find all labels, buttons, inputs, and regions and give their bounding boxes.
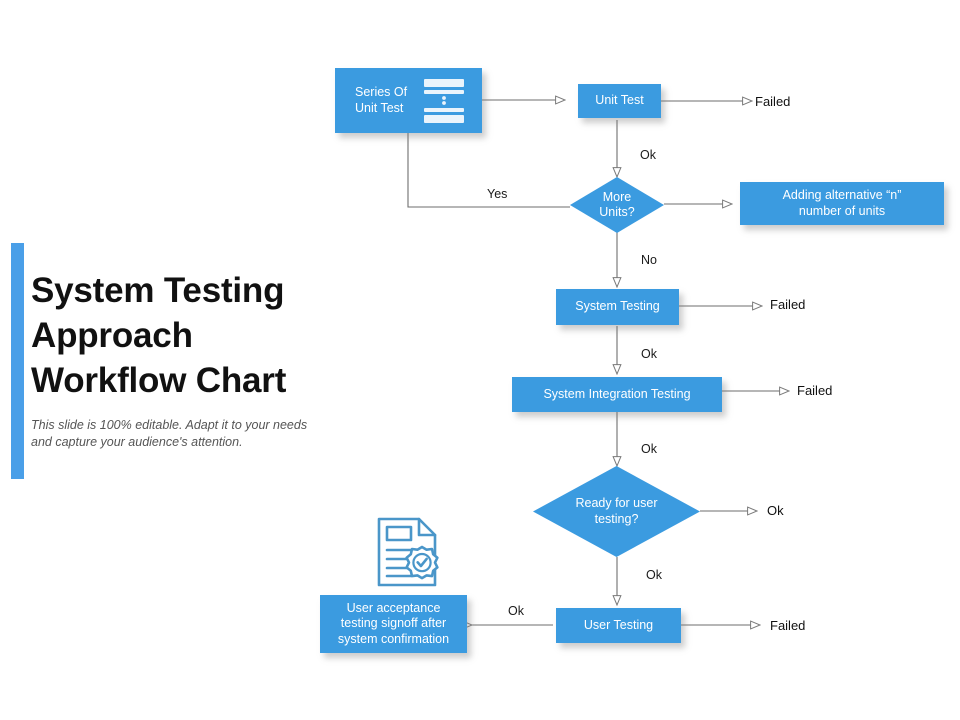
node-ready-line-2: testing? (594, 511, 639, 526)
node-more-units-line-2: Units? (599, 205, 635, 219)
node-ready-for-user-testing-label: Ready for user testing? (533, 496, 700, 527)
node-system-integration-testing[interactable]: System Integration Testing (512, 377, 722, 412)
node-user-testing[interactable]: User Testing (556, 608, 681, 643)
node-user-acceptance-line-3: system confirmation (337, 631, 450, 646)
node-user-acceptance-line-1: User acceptance (346, 600, 441, 615)
page-title-line-3: Workflow Chart (31, 361, 287, 400)
label-user-testing-ok-left: Ok (508, 604, 524, 618)
server-stack-icon (424, 78, 464, 123)
label-system-testing-ok: Ok (641, 347, 657, 361)
node-adding-alternative-line-2: number of units (798, 203, 886, 218)
node-ready-for-user-testing[interactable]: Ready for user testing? (533, 466, 700, 557)
accent-bar (11, 243, 24, 479)
node-adding-alternative-line-1: Adding alternative “n” (782, 188, 902, 202)
subtitle-text: This slide is 100% editable. Adapt it to… (31, 418, 308, 449)
node-system-testing-label: System Testing (575, 299, 660, 314)
label-user-testing-failed: Failed (770, 618, 806, 633)
node-more-units-line-1: More (602, 189, 632, 204)
label-unit-test-failed: Failed (755, 94, 791, 109)
node-system-testing[interactable]: System Testing (556, 289, 679, 325)
page-title-line-2: Approach (31, 316, 193, 355)
page-title-line-1: System Testing (31, 271, 285, 310)
label-system-testing-failed: Failed (770, 297, 806, 312)
label-more-units-no: No (641, 253, 657, 267)
node-unit-test-label: Unit Test (595, 93, 644, 108)
node-series-of-unit-test-line-2: Unit Test (355, 100, 404, 115)
node-user-testing-label: User Testing (583, 617, 654, 632)
label-system-integration-ok: Ok (641, 442, 657, 456)
page-title: System Testing Approach Workflow Chart (31, 268, 351, 403)
node-series-of-unit-test[interactable]: Series Of Unit Test (335, 68, 482, 133)
node-user-acceptance-signoff[interactable]: User acceptance testing signoff after sy… (320, 595, 467, 653)
title-block: System Testing Approach Workflow Chart T… (31, 268, 351, 450)
node-user-acceptance-line-2: testing signoff after (340, 616, 447, 631)
node-system-integration-testing-label: System Integration Testing (543, 386, 691, 401)
node-ready-line-1: Ready for user (575, 496, 658, 510)
label-ready-user-testing-ok-down: Ok (646, 568, 662, 582)
label-ready-user-testing-ok-right: Ok (767, 503, 784, 518)
document-verified-icon (377, 517, 439, 587)
node-more-units-label: More Units? (570, 190, 664, 221)
node-adding-alternative-units[interactable]: Adding alternative “n” number of units (740, 182, 944, 225)
node-more-units[interactable]: More Units? (570, 177, 664, 233)
label-more-units-yes: Yes (487, 187, 508, 201)
label-unit-test-ok: Ok (640, 148, 656, 162)
label-system-integration-failed: Failed (797, 383, 833, 398)
node-series-of-unit-test-line-1: Series Of (355, 85, 408, 99)
node-unit-test[interactable]: Unit Test (578, 84, 661, 118)
